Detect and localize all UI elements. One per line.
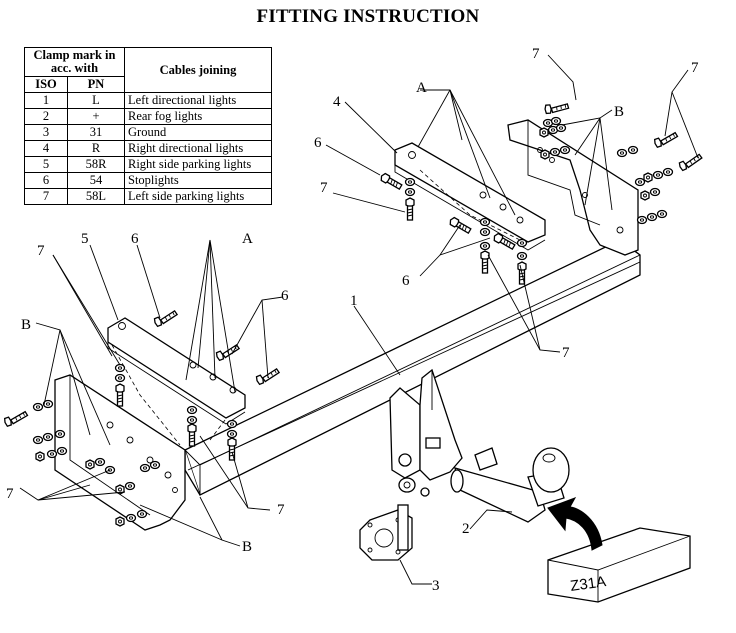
cable-joining-table: Clamp mark in acc. with Cables joining I… — [24, 47, 272, 205]
towbar-center-mount — [389, 368, 570, 523]
callout-A-right: A — [416, 80, 427, 96]
header-clamp-mark: Clamp mark in acc. with — [24, 47, 125, 77]
callout-7e: 7 — [562, 345, 570, 361]
callout-A-left: A — [242, 231, 253, 247]
callout-6a: 6 — [314, 135, 322, 151]
curved-arrow-icon — [547, 497, 603, 551]
main-crossbar — [184, 239, 641, 496]
callout-3: 3 — [432, 578, 440, 594]
left-side-bracket — [54, 374, 186, 531]
right-top-plate — [394, 142, 546, 251]
pn-cell: 58R — [67, 156, 125, 173]
callout-1: 1 — [350, 293, 358, 309]
page-title: FITTING INSTRUCTION — [256, 6, 480, 27]
cable-cell: Left side parking lights — [124, 188, 272, 205]
table-subheader-row: ISO PN — [24, 76, 272, 93]
header-pn: PN — [67, 76, 125, 93]
callout-B-left: B — [21, 317, 31, 333]
callout-labels: 1 2 3 4 5 6 6 6 6 7 7 7 7 7 7 7 A A B B … — [6, 46, 699, 595]
socket-plate — [359, 504, 413, 561]
type-stamp-box — [547, 527, 691, 603]
cable-cell: Right side parking lights — [124, 156, 272, 173]
table-row: 6 54 Stoplights — [24, 172, 272, 189]
callout-B-right: B — [614, 104, 624, 120]
callout-7b: 7 — [532, 46, 540, 62]
callout-2: 2 — [462, 521, 470, 537]
leader-lines — [19, 54, 699, 585]
callout-7d: 7 — [691, 60, 699, 76]
type-stamp-label: Z31A — [569, 573, 607, 595]
callout-4: 4 — [333, 94, 341, 110]
table-row: 5 58R Right side parking lights — [24, 156, 272, 173]
callout-6d: 6 — [402, 273, 410, 289]
cable-cell: Right directional lights — [124, 140, 272, 157]
callout-5: 5 — [81, 231, 89, 247]
callout-7g: 7 — [6, 486, 14, 502]
callout-7f: 7 — [277, 502, 285, 518]
table-row: 4 R Right directional lights — [24, 140, 272, 157]
table-row: 2 + Rear fog lights — [24, 108, 272, 125]
callout-7a: 7 — [320, 180, 328, 196]
iso-cell: 7 — [24, 188, 68, 205]
table-row: 7 58L Left side parking lights — [24, 188, 272, 205]
callout-6c: 6 — [281, 288, 289, 304]
callout-7c: 7 — [37, 243, 45, 259]
right-side-bracket — [507, 119, 639, 256]
callout-B-bottom: B — [242, 539, 252, 555]
callout-6b: 6 — [131, 231, 139, 247]
